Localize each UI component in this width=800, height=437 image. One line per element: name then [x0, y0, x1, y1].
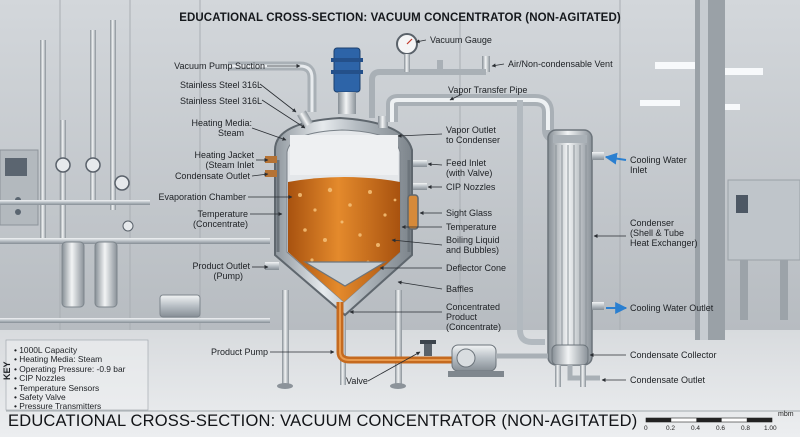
key-tag: KEY [2, 361, 12, 380]
label-heating-media: Heating Media: [191, 118, 252, 128]
label-condenser-sub-1: (Shell & Tube [630, 228, 685, 238]
label-vapor-transfer-pipe: Vapor Transfer Pipe [448, 85, 528, 95]
label-product-outlet: Product Outlet [192, 261, 250, 271]
label-concentrated-product-2: Product [446, 312, 478, 322]
label-cooling-water-inlet: Cooling Water [630, 155, 687, 165]
label-concentrated-product-1: Concentrated [446, 302, 501, 312]
label-feed-inlet-sub: (with Valve) [446, 168, 493, 178]
top-motor [331, 47, 363, 114]
label-concentrated-product-3: (Concentrate) [446, 322, 502, 332]
bottom-title: EDUCATIONAL CROSS-SECTION: VACUUM CONCEN… [8, 412, 638, 430]
vessel [265, 110, 427, 317]
key-list: 1000L Capacity Heating Media: Steam Oper… [14, 345, 125, 412]
product-line [336, 302, 548, 377]
label-condensate-collector: Condensate Collector [630, 350, 717, 360]
background-machine [727, 179, 800, 320]
label-stainless-steel-2: Stainless Steel 316L [179, 96, 262, 106]
label-vent: Air/Non-condensable Vent [508, 59, 613, 69]
label-feed-inlet: Feed Inlet [446, 158, 487, 168]
label-deflector-cone: Deflector Cone [446, 263, 507, 273]
key-item: CIP Nozzles [14, 373, 125, 383]
scale-tick: 0.8 [741, 425, 751, 432]
label-boiling-liquid-sub: and Bubbles) [446, 245, 500, 255]
label-vapor-outlet-sub: to Condenser [446, 135, 501, 145]
label-evaporation-chamber: Evaporation Chamber [158, 192, 246, 202]
label-temperature-left-sub: (Concentrate) [192, 219, 248, 229]
scale-tick: 1.00 [764, 425, 777, 432]
label-condensate-outlet-left: Condensate Outlet [174, 171, 250, 181]
scale-unit: mbm [778, 411, 794, 418]
support-column [695, 0, 725, 340]
label-valve: Valve [346, 376, 368, 386]
scale-tick: 0.4 [691, 425, 701, 432]
label-steam-inlet: (Steam Inlet [205, 160, 254, 170]
leader-lines-left [248, 64, 421, 382]
label-stainless-steel-1: Stainless Steel 316L [179, 80, 262, 90]
leader-lines-right [349, 39, 626, 382]
label-vapor-outlet: Vapor Outlet [446, 125, 496, 135]
label-sight-glass: Sight Glass [446, 208, 493, 218]
key-item: Operating Pressure: -0.9 bar [14, 364, 125, 374]
gauge-pipe [369, 60, 443, 118]
label-heating-media-steam: Steam [217, 128, 244, 138]
label-temperature-left: Temperature [197, 209, 248, 219]
label-cooling-water-inlet-sub: Inlet [630, 165, 648, 175]
label-vacuum-pump-suction: Vacuum Pump Suction [174, 61, 265, 71]
background-equipment [0, 20, 270, 323]
key-item: Safety Valve [14, 392, 125, 402]
scale-tick: 0.6 [716, 425, 726, 432]
label-temperature-right: Temperature [446, 222, 497, 232]
label-condensate-outlet-right: Condensate Outlet [630, 375, 706, 385]
diagram-title: EDUCATIONAL CROSS-SECTION: VACUUM CONCEN… [179, 12, 621, 24]
condenser [547, 129, 604, 387]
label-cooling-water-outlet: Cooling Water Outlet [630, 303, 714, 313]
label-cip-nozzles: CIP Nozzles [446, 182, 496, 192]
key-item: Temperature Sensors [14, 383, 125, 393]
label-product-outlet-sub: (Pump) [213, 271, 243, 281]
scale-tick: 0 [644, 425, 648, 432]
cooling-water-arrows [604, 152, 628, 314]
label-product-pump: Product Pump [210, 347, 268, 357]
key-item: 1000L Capacity [14, 345, 125, 355]
label-boiling-liquid: Boiling Liquid [446, 235, 500, 245]
label-condenser-sub-2: Heat Exchanger) [630, 238, 698, 248]
key-item: Pressure Transmitters [14, 402, 125, 412]
label-heating-jacket: Heating Jacket [194, 150, 254, 160]
scale-bar [645, 417, 773, 423]
label-condenser: Condenser [630, 218, 675, 228]
label-vacuum-gauge: Vacuum Gauge [430, 35, 492, 45]
scale-tick: 0.2 [666, 425, 676, 432]
label-baffles: Baffles [446, 284, 474, 294]
key-item: Heating Media: Steam [14, 354, 125, 364]
